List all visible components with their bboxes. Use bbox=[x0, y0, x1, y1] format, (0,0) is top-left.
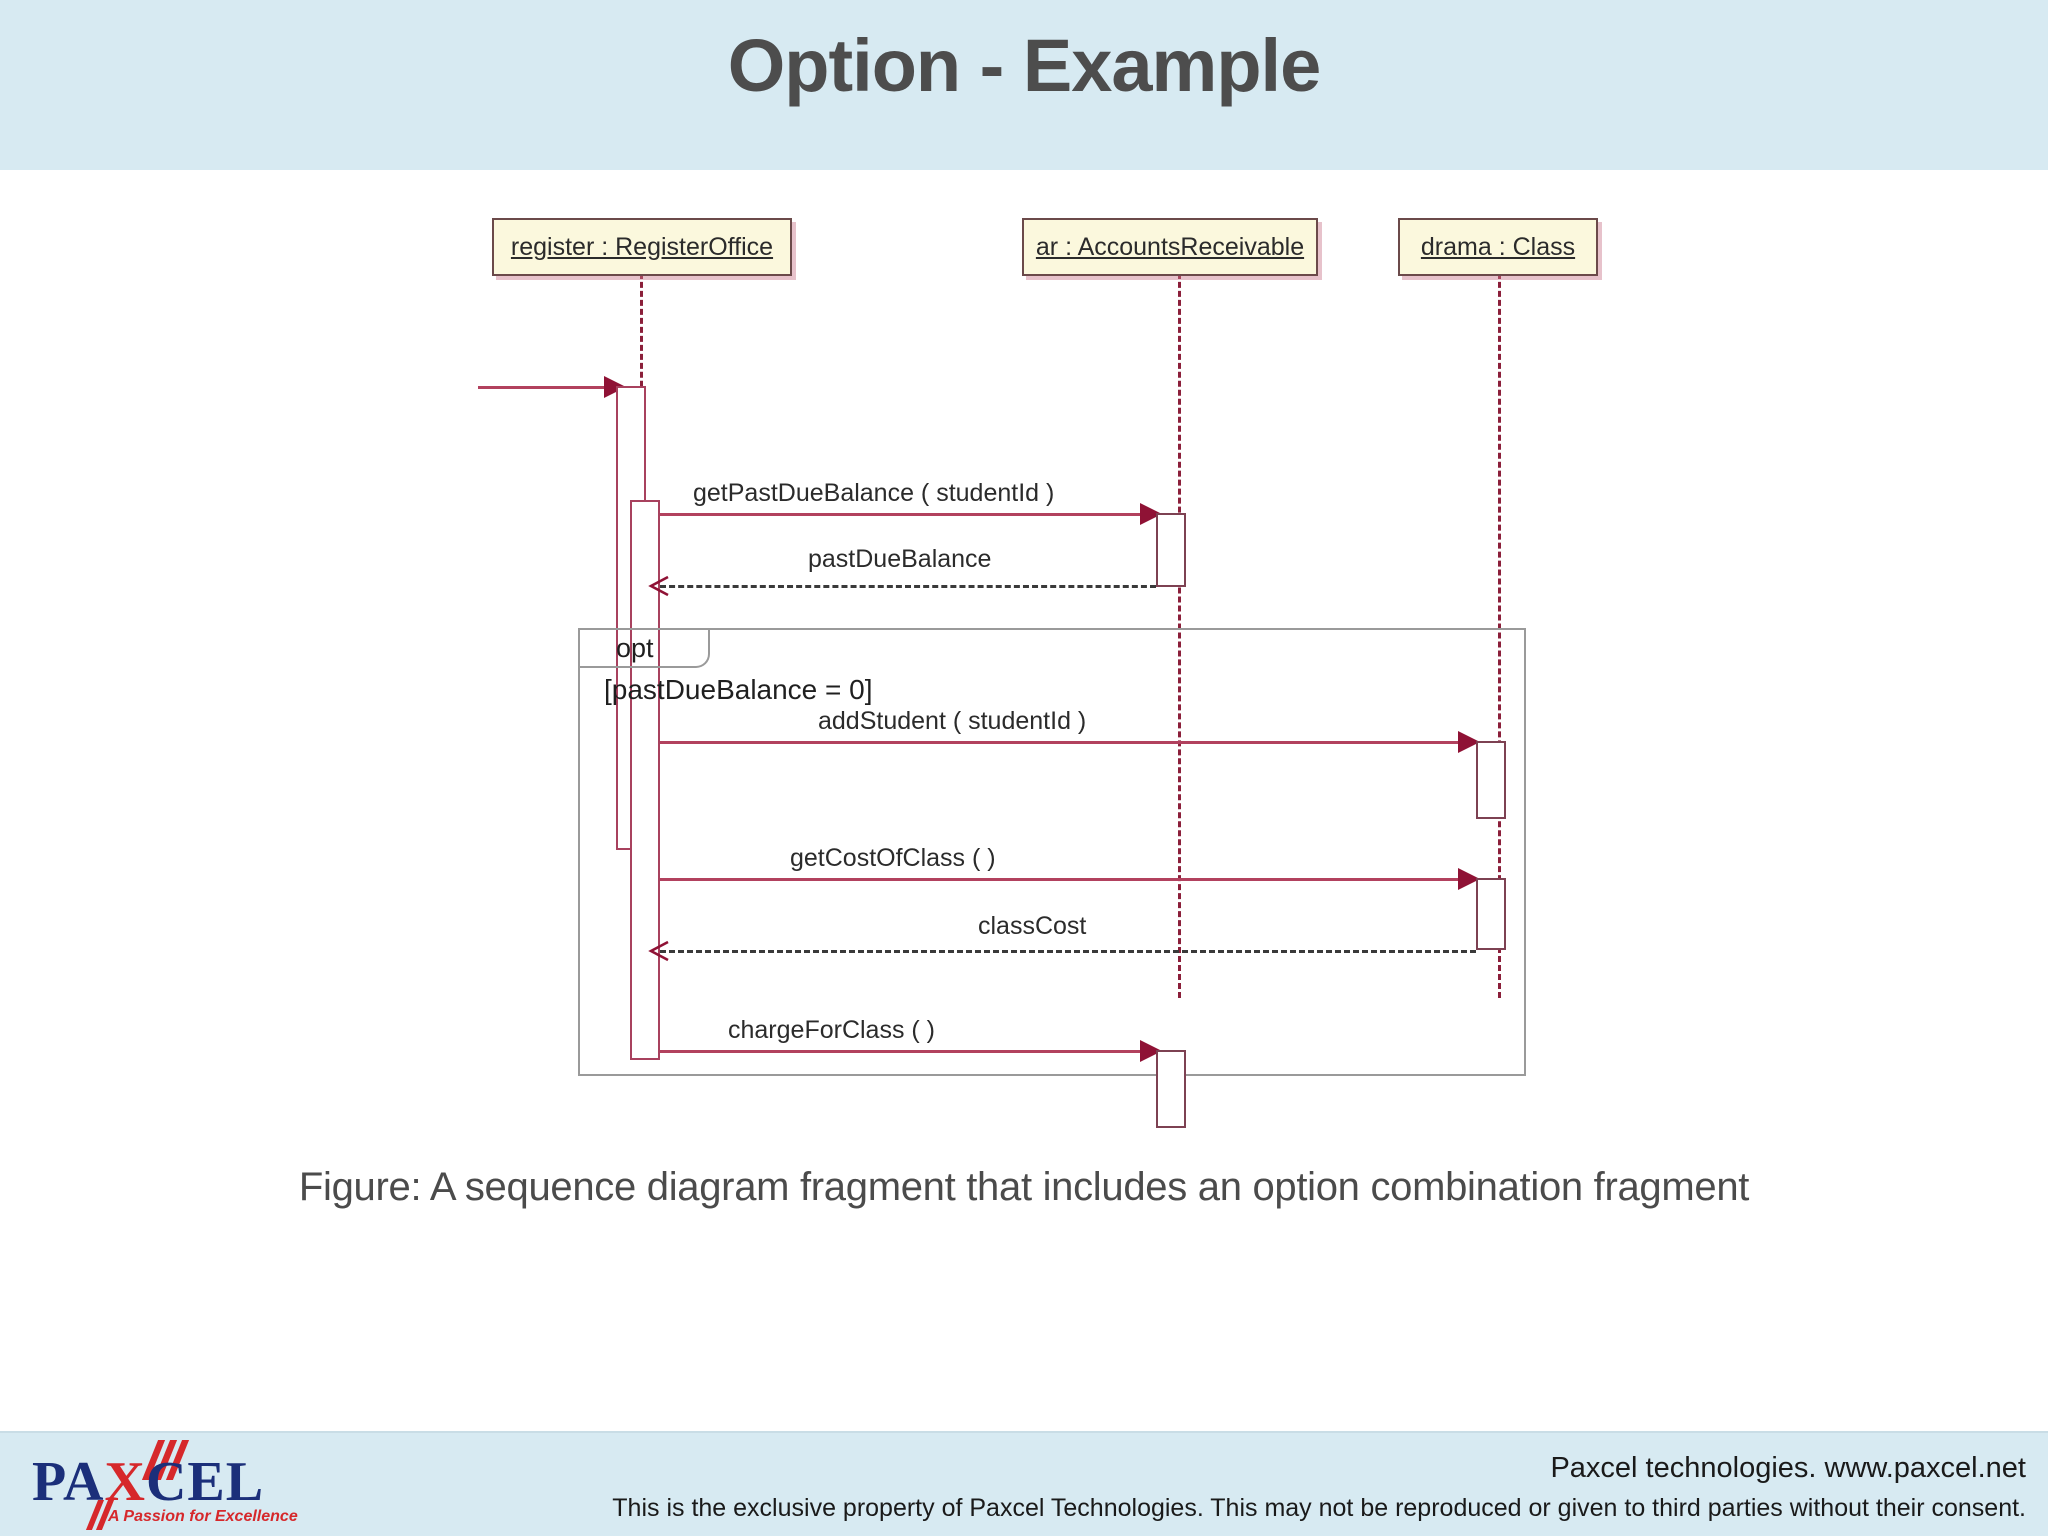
combined-fragment-tag bbox=[578, 628, 710, 668]
message-label-getPastDueBalance: getPastDueBalance ( studentId ) bbox=[693, 479, 1055, 507]
activation-bar-ar-2 bbox=[1156, 1050, 1186, 1128]
activation-bar-register-opt bbox=[630, 500, 660, 1060]
slide-header-band bbox=[0, 0, 2048, 170]
message-label-chargeForClass: chargeForClass ( ) bbox=[728, 1016, 935, 1044]
lifeline-line-drama bbox=[1498, 228, 1501, 998]
sequence-diagram-canvas: register : RegisterOffice ar : AccountsR… bbox=[0, 170, 2048, 1200]
lifeline-box-drama[interactable]: drama : Class bbox=[1398, 218, 1598, 276]
message-line-getCostOfClass bbox=[660, 878, 1466, 881]
activation-bar-drama-2 bbox=[1476, 878, 1506, 950]
lifeline-label-drama: drama : Class bbox=[1420, 232, 1576, 261]
footer-notice: This is the exclusive property of Paxcel… bbox=[612, 1494, 2026, 1522]
lifeline-box-register[interactable]: register : RegisterOffice bbox=[492, 218, 792, 276]
message-arrowhead-classCost bbox=[648, 940, 669, 962]
message-label-pastDueBalance: pastDueBalance bbox=[808, 545, 992, 573]
logo-wordmark: PAXCEL bbox=[32, 1450, 264, 1514]
message-line-addStudent bbox=[660, 741, 1466, 744]
activation-bar-drama-1 bbox=[1476, 741, 1506, 819]
message-label-classCost: classCost bbox=[978, 912, 1087, 940]
logo-word-part1: PA bbox=[32, 1451, 105, 1513]
message-label-getCostOfClass: getCostOfClass ( ) bbox=[790, 844, 996, 872]
lifeline-box-ar[interactable]: ar : AccountsReceivable bbox=[1022, 218, 1318, 276]
figure-caption: Figure: A sequence diagram fragment that… bbox=[298, 1165, 1750, 1209]
footer-divider bbox=[0, 1431, 2048, 1433]
footer-band bbox=[0, 1433, 2048, 1536]
message-line-classCost bbox=[660, 950, 1476, 953]
message-line-pastDueBalance bbox=[660, 585, 1156, 588]
message-arrowhead-pastDueBalance bbox=[648, 575, 669, 597]
message-line-getPastDueBalance bbox=[660, 513, 1150, 516]
activation-bar-ar-1 bbox=[1156, 513, 1186, 587]
message-label-addStudent: addStudent ( studentId ) bbox=[818, 707, 1087, 735]
combined-fragment-operator: opt bbox=[616, 633, 654, 663]
message-line-found bbox=[478, 386, 628, 389]
paxcel-logo: PAXCEL A Passion for Excellence bbox=[28, 1440, 318, 1530]
page-title: Option - Example bbox=[727, 24, 1322, 107]
message-line-chargeForClass bbox=[660, 1050, 1150, 1053]
message-arrowhead-getCostOfClass bbox=[1458, 868, 1480, 890]
footer-company-line: Paxcel technologies. www.paxcel.net bbox=[1550, 1452, 2026, 1484]
lifeline-label-register: register : RegisterOffice bbox=[510, 232, 774, 261]
logo-tagline: A Passion for Excellence bbox=[108, 1508, 298, 1525]
combined-fragment-guard: [pastDueBalance = 0] bbox=[604, 674, 873, 705]
combined-fragment-opt bbox=[578, 628, 1526, 1076]
lifeline-label-ar: ar : AccountsReceivable bbox=[1035, 232, 1305, 261]
lifeline-line-ar bbox=[1178, 228, 1181, 998]
message-arrowhead-addStudent bbox=[1458, 731, 1480, 753]
logo-word-part2: CEL bbox=[145, 1451, 265, 1513]
